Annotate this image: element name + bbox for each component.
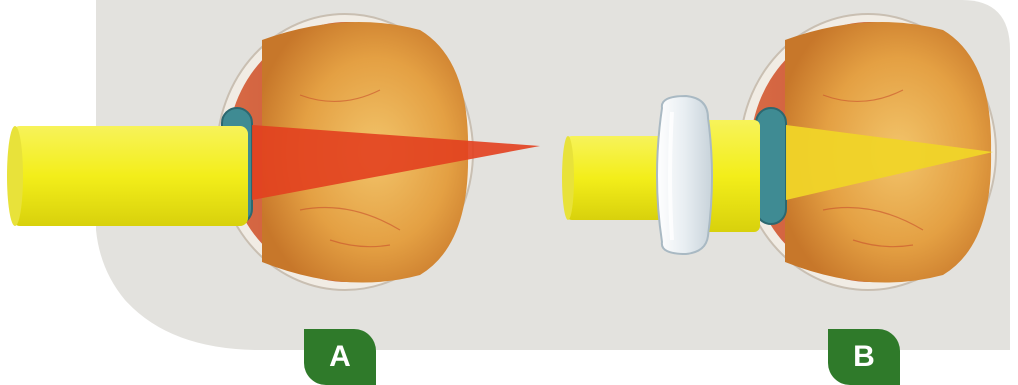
- eye-b-focus-cone: [786, 125, 993, 200]
- eye-a-beam-end: [7, 126, 23, 226]
- figure-a-eye: [7, 13, 540, 291]
- eye-a-focus-cone: [252, 125, 540, 200]
- eye-a-veins: [299, 89, 401, 248]
- eye-b-iris-lens: [755, 107, 787, 225]
- figure-b-eye: [562, 13, 997, 291]
- eye-b-light-beam-right: [700, 120, 760, 232]
- eye-b-beam-end: [562, 136, 574, 220]
- eye-b-light-beam-left: [566, 136, 666, 220]
- eye-b-veins: [822, 89, 924, 248]
- corrective-lens: [656, 94, 713, 256]
- figure-a-label: A: [304, 329, 376, 385]
- figure-b-label: B: [828, 329, 900, 385]
- eye-a-light-beam: [12, 126, 248, 226]
- corrective-lens-highlight: [668, 111, 674, 241]
